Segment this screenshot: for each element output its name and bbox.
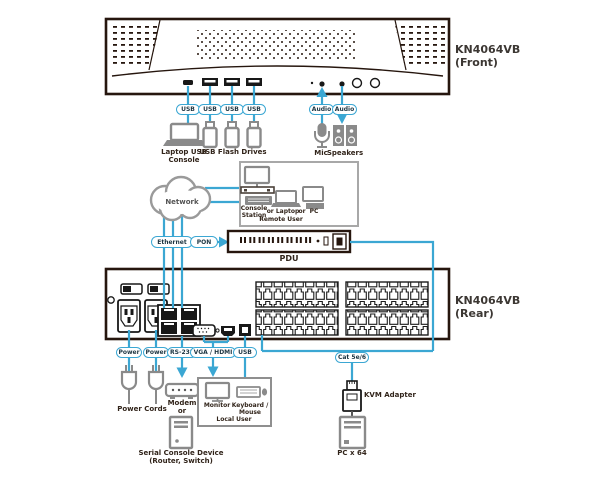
keyboard-label-line1: Keyboard /	[231, 402, 269, 409]
or-laptop-label: or Laptop	[266, 208, 300, 215]
pc-tower-icon	[338, 415, 367, 450]
grounding-screw	[107, 296, 115, 304]
serial-label-line1: Serial Console Device	[138, 449, 224, 457]
pc-x64-label: PC x 64	[337, 449, 367, 457]
vga-hdmi-arrow	[207, 366, 219, 377]
monitor-label: Monitor	[203, 402, 231, 409]
mic-label: Mic	[314, 149, 328, 157]
mic-icon	[314, 123, 330, 148]
power-pill-2: Power	[143, 347, 169, 358]
vga-port	[188, 324, 220, 337]
usb-flash-drive-icons	[202, 121, 262, 149]
laptop-console-label: Laptop USB Console	[161, 148, 207, 164]
usb-ports	[202, 78, 262, 86]
remote-user-caption: Remote User	[259, 216, 303, 223]
keyboard-label-line2: Mouse	[238, 408, 261, 416]
front-panel-device	[104, 17, 451, 96]
mini-usb-port	[183, 80, 193, 85]
speaker-grille	[196, 30, 356, 61]
remote-pc-icon	[302, 186, 324, 209]
serial-device-label: Serial Console Device (Router, Switch)	[138, 449, 224, 465]
keyboard-label: Keyboard / Mouse	[231, 402, 269, 416]
kvm-adapter-label: KVM Adapter	[364, 391, 416, 399]
remote-user-box	[239, 161, 359, 227]
cat5-pill: Cat 5e/6	[335, 352, 369, 363]
modem-label-line1: Modem	[167, 399, 197, 407]
usb-rear-pill: USB	[233, 347, 257, 358]
usb-pill-4: USB	[242, 104, 266, 115]
usb-pill-3: USB	[220, 104, 244, 115]
speakers-icon	[333, 125, 357, 146]
network-cloud-icon	[149, 175, 212, 222]
keyboard-mouse-icon	[236, 386, 268, 398]
front-panel-title: KN4064VB (Front)	[455, 43, 520, 69]
monitor-icon	[204, 381, 231, 402]
serial-label-line2: (Router, Switch)	[149, 456, 213, 465]
kvm-port-banks	[255, 281, 429, 336]
pdu-power-line	[350, 240, 435, 351]
front-title-line2: (Front)	[455, 56, 498, 69]
remote-pc-label: PC	[309, 208, 319, 215]
rear-title-line2: (Rear)	[455, 307, 494, 320]
audio-pill-1: Audio	[309, 104, 334, 115]
power-cords-label: Power Cords	[117, 405, 167, 413]
pdu-label: PDU	[279, 254, 299, 263]
network-cloud-label: Network	[165, 198, 199, 206]
hdmi-port	[221, 326, 235, 336]
modem-icon	[164, 382, 200, 399]
modem-label: Modem or	[167, 399, 197, 415]
power-cord-icons	[120, 365, 165, 404]
usb-pill-2: USB	[198, 104, 222, 115]
kvm-adapter-icon	[342, 380, 362, 417]
audio-pill-2: Audio	[332, 104, 357, 115]
station-label-line1: Console	[240, 205, 268, 212]
console-station-icon	[240, 165, 275, 205]
usb-b-port	[239, 324, 251, 336]
ethernet-pill: Ethernet	[151, 236, 193, 248]
mic-up-arrow	[316, 87, 328, 97]
laptop-label-line1: Laptop USB	[161, 148, 207, 156]
rear-panel-title: KN4064VB (Rear)	[455, 294, 520, 320]
power-pill-1: Power	[116, 347, 142, 358]
front-title-line1: KN4064VB	[455, 43, 521, 56]
speakers-label: Speakers	[326, 149, 364, 157]
usb-pill-1: USB	[176, 104, 200, 115]
laptop-label-line2: Console	[168, 155, 200, 164]
local-user-box	[197, 377, 272, 427]
pon-pill: PON	[190, 236, 218, 248]
speaker-down-arrow	[336, 113, 348, 124]
remote-laptop-icon	[271, 190, 301, 207]
audio-jacks	[310, 77, 381, 89]
flash-drives-label: USB Flash Drives	[199, 148, 267, 156]
pon-arrow	[219, 236, 229, 248]
vga-hdmi-pill: VGA / HDMI	[190, 347, 236, 358]
console-station-label: Console Station	[240, 205, 268, 219]
rear-panel-device	[104, 267, 451, 341]
pdu-device	[226, 229, 352, 254]
serial-device-tower-icon	[168, 415, 194, 450]
modem-label-line2: or	[177, 406, 187, 415]
or-label: or	[298, 208, 306, 215]
rear-title-line1: KN4064VB	[455, 294, 521, 307]
laptop-icon	[163, 122, 206, 146]
local-user-caption: Local User	[216, 416, 252, 423]
rs232-arrow	[176, 367, 188, 378]
station-label-line2: Station	[241, 211, 267, 219]
